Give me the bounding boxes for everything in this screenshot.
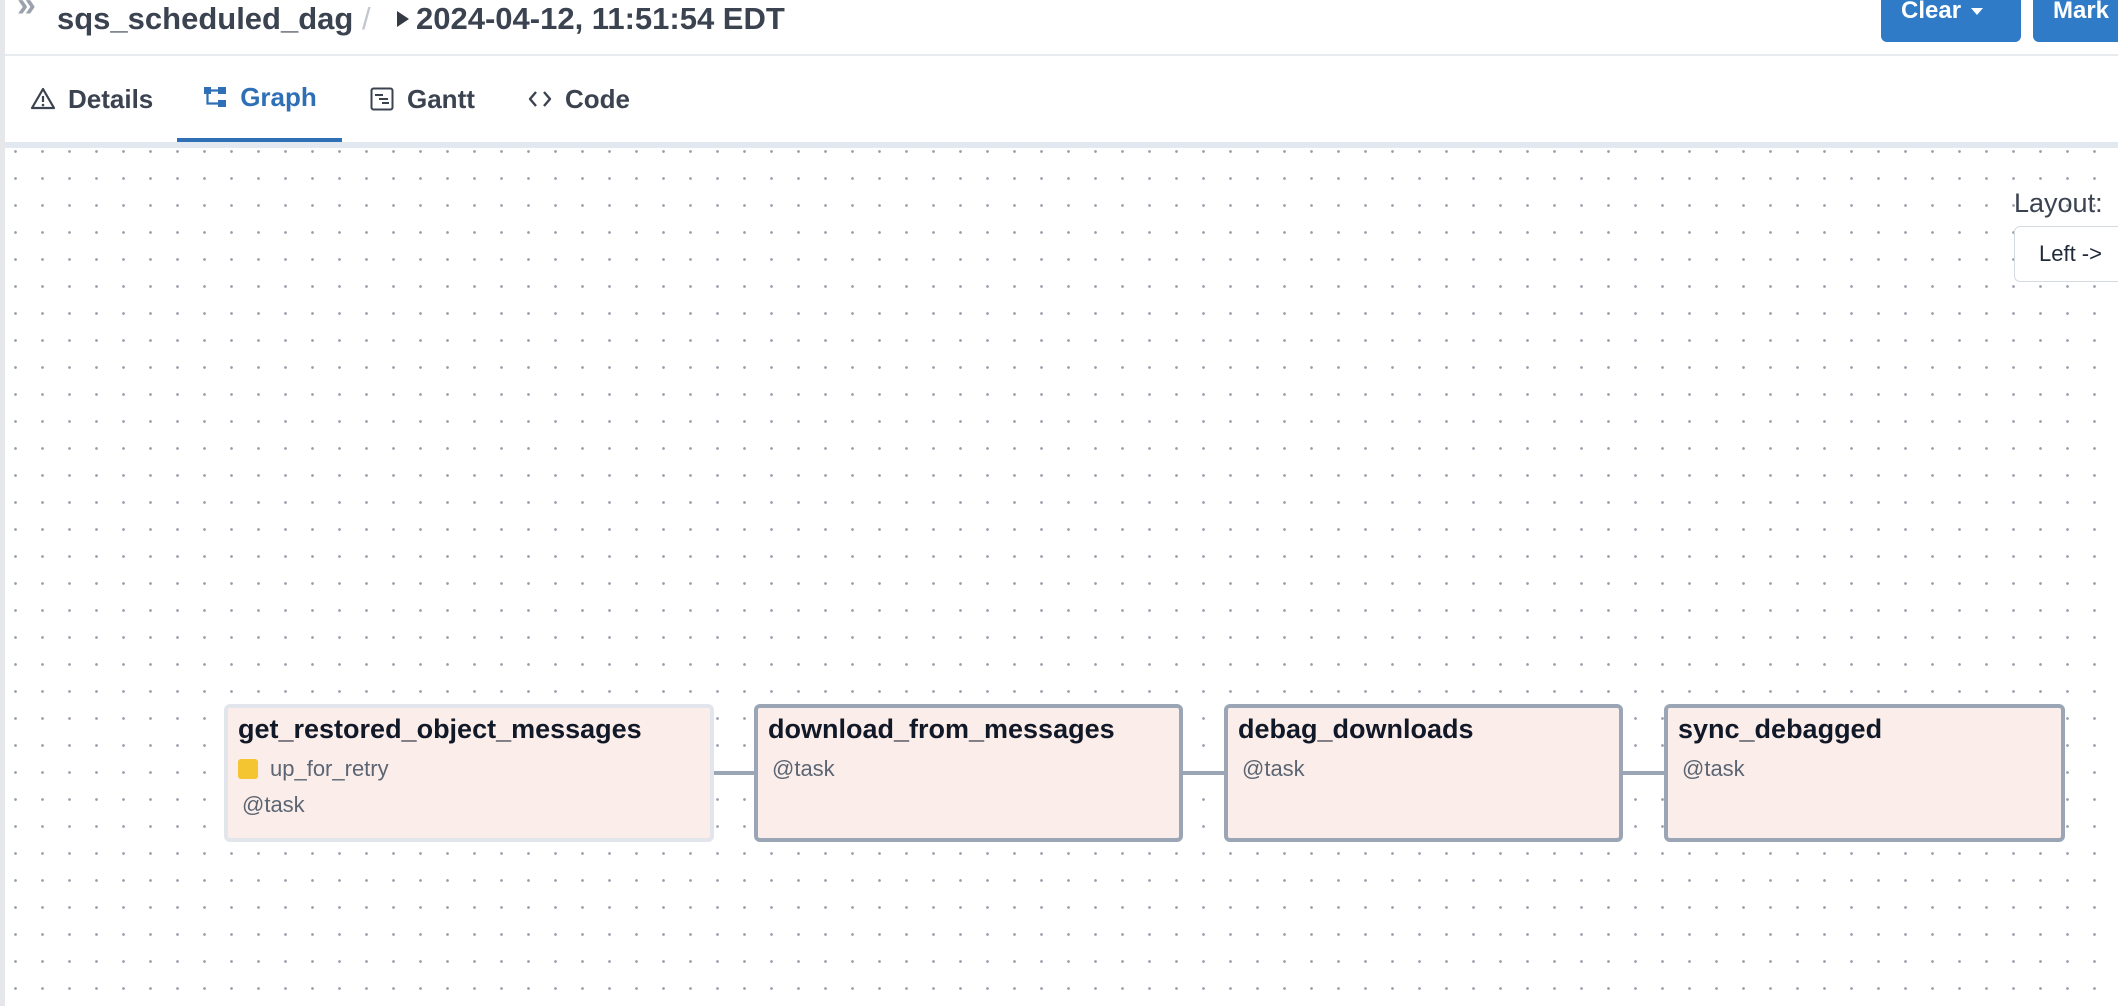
chevron-down-icon	[1971, 8, 1984, 16]
retry-status-square-icon	[238, 759, 258, 779]
task-status-label: up_for_retry	[270, 756, 389, 781]
graph-icon	[204, 87, 227, 107]
tab-gantt[interactable]: Gantt	[369, 56, 475, 142]
code-icon	[528, 91, 552, 107]
mark-button[interactable]: Mark	[2033, 0, 2118, 42]
task-node-download-from-messages[interactable]: download_from_messages @task	[754, 704, 1183, 842]
dag-run-label[interactable]: 2024-04-12, 11:51:54 EDT	[416, 1, 785, 36]
clear-button[interactable]: Clear	[1881, 0, 2021, 42]
task-node-title: get_restored_object_messages	[238, 714, 642, 744]
graph-edge	[711, 771, 756, 775]
tab-details[interactable]: Details	[30, 56, 153, 142]
task-node-debag-downloads[interactable]: debag_downloads @task	[1224, 704, 1623, 842]
task-node-title: debag_downloads	[1238, 714, 1474, 744]
tab-code[interactable]: Code	[527, 56, 630, 142]
tab-code-label: Code	[565, 83, 630, 114]
layout-select[interactable]: Left ->	[2014, 226, 2118, 282]
dag-name-link[interactable]: sqs_scheduled_dag	[57, 1, 354, 36]
layout-label: Layout:	[2014, 188, 2103, 218]
page-header: » sqs_scheduled_dag / 2024-04-12, 11:51:…	[5, 0, 2118, 56]
dag-run-play-icon	[397, 11, 409, 27]
sidebar-edge	[0, 0, 5, 1006]
graph-edge	[1180, 771, 1226, 775]
warning-triangle-icon	[30, 87, 56, 110]
task-node-title: sync_debagged	[1678, 714, 1883, 744]
tab-graph-label: Graph	[240, 81, 317, 112]
gantt-icon	[370, 87, 394, 111]
breadcrumb-separator: /	[362, 1, 371, 36]
tab-graph[interactable]: Graph	[177, 56, 342, 142]
tab-gantt-label: Gantt	[407, 83, 475, 114]
task-operator-label: @task	[242, 792, 305, 817]
task-node-title: download_from_messages	[768, 714, 1115, 744]
tab-details-label: Details	[68, 83, 154, 114]
clear-button-label: Clear	[1901, 0, 1962, 24]
task-operator-label: @task	[1682, 756, 1745, 781]
task-node-sync-debagged[interactable]: sync_debagged @task	[1664, 704, 2065, 842]
breadcrumb-chevron-icon: »	[17, 0, 36, 24]
view-tabs: Details Graph Gantt	[5, 56, 2118, 148]
task-operator-label: @task	[772, 756, 835, 781]
task-node-get-restored-object-messages[interactable]: get_restored_object_messages up_for_retr…	[224, 704, 714, 842]
mark-button-label: Mark	[2053, 0, 2110, 24]
task-status: up_for_retry	[238, 756, 389, 782]
graph-edge	[1620, 771, 1666, 775]
task-operator-label: @task	[1242, 756, 1305, 781]
graph-canvas[interactable]	[5, 148, 2118, 1006]
